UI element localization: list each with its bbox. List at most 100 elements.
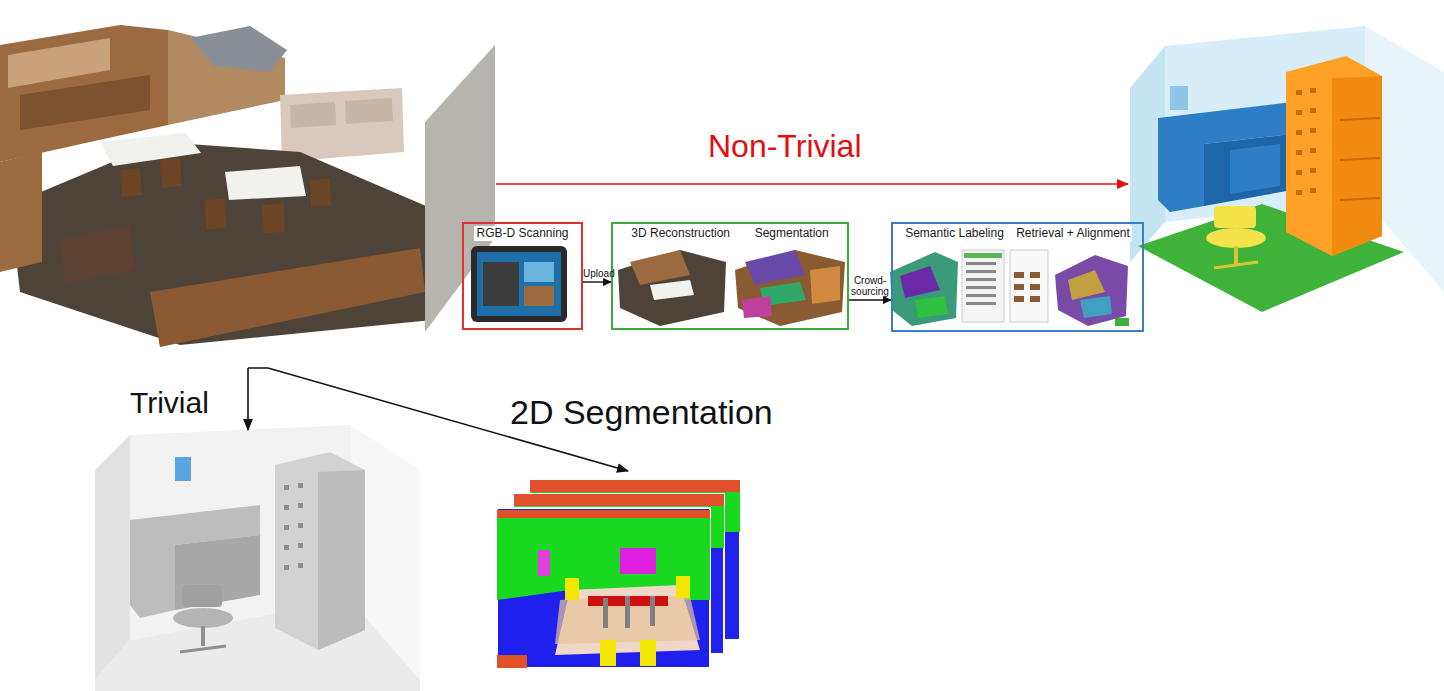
segmentation-stack-part [650, 596, 655, 626]
pipeline-thumbnails-part [966, 286, 996, 289]
plain-model-room-part [130, 505, 260, 618]
scanned-room-part [225, 166, 306, 200]
cad-model-room-part [1296, 190, 1302, 195]
pipeline-thumbnails-part [471, 246, 567, 322]
arrow-label: Crowd- sourcing [849, 275, 891, 297]
segmentation-stack-part [603, 598, 608, 628]
pipeline-thumbnails-part [915, 296, 948, 318]
pipeline-thumbnails-part [966, 262, 996, 265]
pipeline-thumbnails-part [966, 262, 996, 305]
segmentation-stack [497, 480, 740, 668]
pipeline-thumbnails-part [1014, 296, 1024, 302]
cad-model-room [1130, 26, 1444, 312]
pipeline-thumbnails-part [742, 296, 772, 318]
flow-arrow [583, 281, 611, 282]
cad-model-room-part [1286, 56, 1382, 256]
plain-model-room-part [284, 505, 289, 510]
segmentation-stack-part [625, 596, 630, 628]
scanned-room-part [190, 26, 287, 72]
step-title: RGB-D Scanning [474, 226, 570, 241]
plain-model-room-part [201, 626, 205, 646]
cad-model-room-part [1158, 102, 1292, 212]
segmentation-stack-part [497, 510, 710, 518]
plain-model-room-part [180, 646, 226, 652]
plain-model-room-part [284, 483, 303, 570]
pipeline-thumbnails-part [650, 280, 694, 300]
flow-arrow [849, 299, 891, 300]
plain-model-room-part [298, 563, 303, 568]
cad-model-room-part [1340, 118, 1380, 200]
pipeline-thumbnails [471, 246, 1129, 326]
pipeline-thumbnails-part [745, 250, 805, 285]
path-label: Trivial [130, 386, 209, 421]
path-label: Non-Trivial [708, 128, 862, 165]
title-row: 3D Reconstruction Segmentation [613, 224, 847, 241]
cad-model-room-part [1296, 170, 1302, 175]
plain-model-room-part [95, 435, 130, 680]
pipeline-thumbnails-part [524, 262, 554, 282]
title-row: Semantic LabelingRetrieval + Alignment [893, 224, 1142, 241]
plain-model-room-part [284, 485, 289, 490]
segmentation-stack-part [555, 596, 700, 644]
step-title: 3D Reconstruction [629, 226, 732, 241]
picture-arrows-part [247, 368, 249, 430]
title-row: RGB-D Scanning [464, 224, 581, 241]
pipeline-thumbnails-part [1030, 272, 1040, 278]
cad-model-room-part [1310, 108, 1316, 113]
cad-model-room-part [1214, 262, 1258, 268]
plain-model-room-part [182, 585, 222, 607]
pipeline-thumbnails-part [524, 286, 554, 306]
arrow-label: Upload [583, 268, 611, 279]
plain-model-room-part [284, 565, 289, 570]
scanned-room-part [345, 98, 393, 124]
pipeline-thumbnails-part [1014, 272, 1040, 302]
cad-model-room-part [1296, 110, 1302, 115]
cad-model-room-part [1296, 88, 1316, 195]
plain-model-room-part [175, 535, 260, 610]
cad-model-room-part [1230, 144, 1280, 194]
cad-model-room-part [1204, 134, 1292, 206]
segmentation-stack-part [497, 508, 710, 668]
scanned-room-part [60, 225, 135, 285]
pipeline-thumbnails-part [966, 302, 996, 305]
cad-model-room-part [1296, 90, 1302, 95]
cad-model-room-part [1310, 168, 1316, 173]
picture-arrows [248, 184, 1128, 471]
cad-model-room-part [1234, 246, 1238, 264]
pipeline-thumbnails-part [964, 253, 1002, 258]
plain-model-room-part [173, 608, 233, 628]
pipeline-thumbnails-part [618, 250, 726, 326]
segmentation-stack-part [600, 640, 616, 666]
scanned-room-part [120, 168, 142, 197]
plain-model-room [95, 425, 420, 691]
segmentation-stack-part [565, 576, 690, 666]
picture-arrows-part [496, 183, 1128, 185]
scanned-room-part [0, 152, 42, 272]
scanning-step-box: RGB-D Scanning [462, 222, 583, 330]
pipeline-thumbnails-part [1080, 296, 1112, 318]
segmentation-stack-part [565, 578, 579, 600]
scanned-room [0, 25, 495, 347]
reconstruction-step-box: 3D Reconstruction Segmentation [611, 222, 849, 330]
segmentation-stack-part [538, 550, 550, 576]
segmentation-stack-part [530, 480, 740, 492]
pipeline-thumbnails-part [1115, 318, 1129, 326]
cad-model-room-part [1310, 88, 1316, 93]
cad-model-room-part [1170, 86, 1188, 110]
pipeline-thumbnails-part [1010, 250, 1048, 322]
cad-model-room-part [1296, 130, 1302, 135]
scanned-room-part [205, 198, 226, 230]
plain-model-room-part [275, 452, 365, 650]
pipeline-thumbnails-part [890, 252, 958, 326]
cad-model-room-part [1310, 148, 1316, 153]
segmentation-stack-part [497, 510, 710, 600]
step-title: Semantic Labeling [903, 226, 1006, 241]
step-title: Segmentation [753, 226, 831, 241]
segmentation-stack-part [640, 640, 656, 666]
plain-model-room-part [298, 523, 303, 528]
plain-model-room-part [298, 483, 303, 488]
pipeline-thumbnails-part [735, 250, 845, 326]
scanned-room-part [262, 203, 285, 234]
